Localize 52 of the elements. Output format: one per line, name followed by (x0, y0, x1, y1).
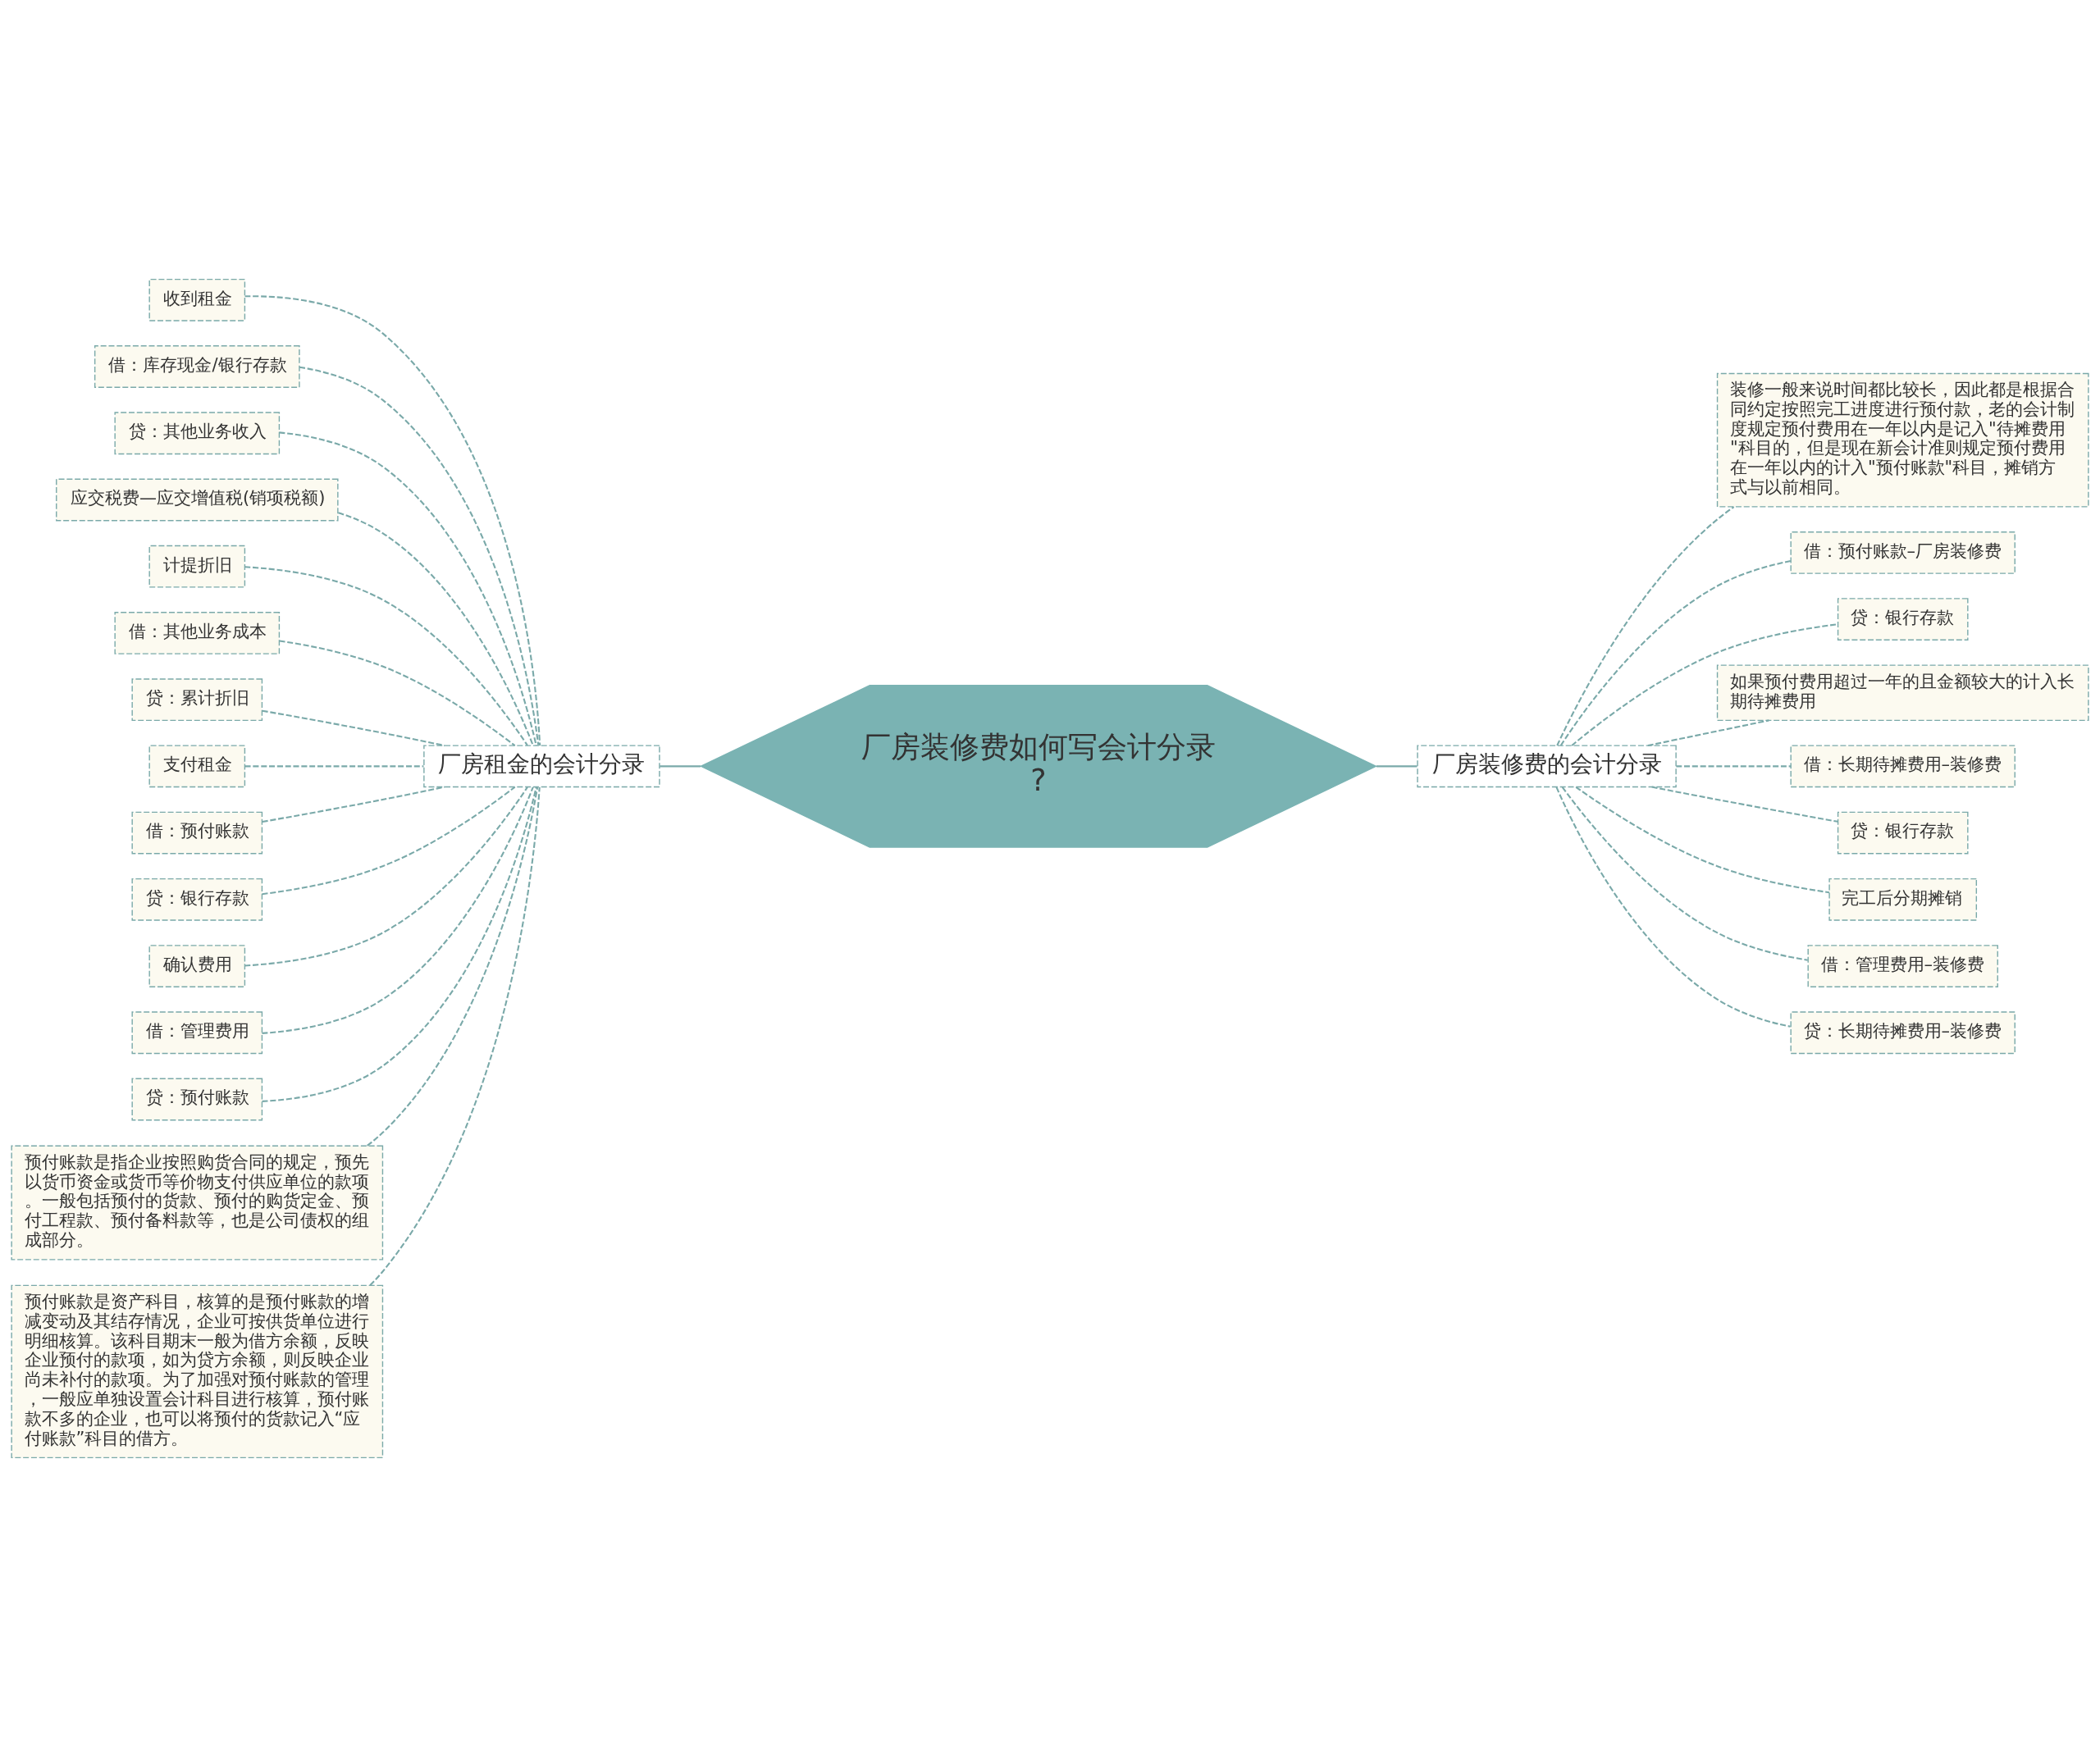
connector (1651, 786, 1838, 823)
connector (1575, 786, 1830, 894)
node-box: 完工后分期摊销 (1828, 878, 1978, 921)
connector (244, 786, 528, 967)
connector (1376, 765, 1418, 768)
node-box: 如果预付费用超过一年的且金额较大的计入长期待摊费用 (1716, 664, 2089, 722)
connector (1559, 560, 1792, 746)
connector (279, 640, 516, 746)
node-box: 预付账款是资产科目，核算的是预付账款的增减变动及其结存情况，企业可按供货单位进行明细核算。该科目期末一般为借方余额，反映企业预付的款项，如为贷方余额，则反映企业尚未补付的款项。为了加强对预付账款的管理，一般应单独设置会计科目进行核算，预付账款不多的企业，也可以将预付的货款记入“应付账款”科目的借方。 (11, 1284, 384, 1459)
connector (262, 786, 537, 1102)
connector (1571, 623, 1838, 746)
connector (1561, 786, 1808, 961)
node-box: 贷：其他业务收入 (114, 412, 281, 455)
node-box: 贷：累计折旧 (131, 678, 263, 722)
node-box: 预付账款是指企业按照购货合同的规定，预先以货币资金或货币等价物支付供应单位的款项。一般包括预付的货款、预付的购货定金、预付工程款、预付备料款等，也是公司债权的组成部分。 (11, 1145, 384, 1261)
node-box: 贷：银行存款 (1837, 598, 1969, 641)
node-box: 收到租金 (148, 278, 246, 321)
connector (369, 786, 541, 1287)
connector (244, 765, 424, 768)
node-box: 应交税费—应交增值税(销项税额) (56, 478, 339, 522)
connector (279, 431, 537, 746)
connector (262, 786, 516, 896)
node-box: 厂房装修费的会计分录 (1417, 745, 1677, 788)
connector (1556, 506, 1735, 746)
connector (262, 709, 445, 747)
node-box: 借：其他业务成本 (114, 612, 281, 654)
node-box: 厂房租金的会计分录 (423, 745, 660, 788)
connector (1676, 765, 1792, 768)
connector (1647, 719, 1769, 747)
node-box: 借：管理费用 (131, 1011, 263, 1055)
node-box: 借：预付账款–厂房装修费 (1790, 531, 2016, 574)
connector (367, 786, 539, 1147)
node-box: 借：预付账款 (131, 811, 263, 855)
node-box: 借：长期待摊费用–装修费 (1790, 745, 2016, 788)
node-box: 确认费用 (148, 945, 246, 987)
node-box: 贷：银行存款 (1837, 811, 1969, 855)
node-box: 贷：预付账款 (131, 1078, 263, 1121)
connector (262, 786, 534, 1034)
connector (338, 512, 534, 746)
connector (299, 366, 540, 745)
connector (660, 765, 701, 768)
node-box: 贷：银行存款 (131, 878, 263, 921)
node-box: 借：库存现金/银行存款 (94, 345, 300, 388)
node-box: 计提折旧 (148, 545, 246, 588)
node-box: 贷：长期待摊费用–装修费 (1790, 1011, 2016, 1055)
connector (1555, 786, 1791, 1028)
connector (262, 786, 445, 823)
node-box: 装修一般来说时间都比较长，因此都是根据合同约定按照完工进度进行预付款，老的会计制度规定预付费用在一年以内是记入"待摊费用"科目的，但是现在新会计准则规定预付费用在一年以内的计入"预付账款"科目，摊销方式与以前相同。 (1716, 372, 2089, 508)
node-box: 借：管理费用–装修费 (1807, 945, 1998, 987)
node-box: 支付租金 (148, 745, 246, 788)
connector (244, 295, 541, 746)
connector (244, 566, 528, 746)
